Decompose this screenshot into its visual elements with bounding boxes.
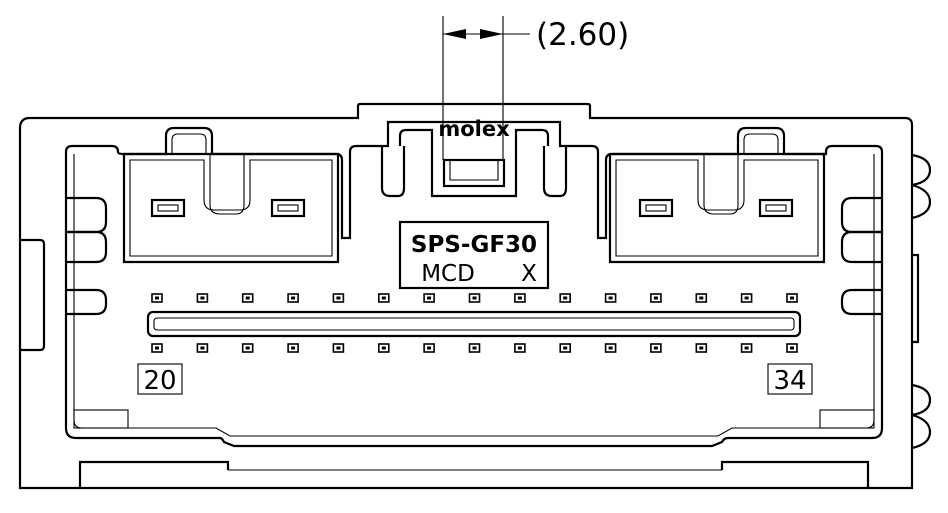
dimension-arrow-right: [480, 29, 503, 39]
pin-number-right: 34: [773, 366, 806, 396]
contact-bottom-10: [559, 343, 572, 353]
contact-bottom-15-core: [790, 346, 794, 350]
latch-window-4: [758, 198, 794, 218]
dimension-arrow-left: [443, 29, 466, 39]
contact-bottom-11-core: [608, 346, 613, 350]
contact-top-14-core: [744, 296, 749, 300]
contact-top-14: [740, 293, 753, 303]
contact-top-4-core: [291, 296, 296, 300]
contact-top-5: [332, 293, 345, 303]
contact-top-3: [241, 293, 254, 303]
contact-top-8: [468, 293, 481, 303]
contact-top-2-core: [200, 296, 205, 300]
latch-block-right: [608, 126, 826, 264]
contact-bottom-7: [423, 343, 435, 353]
contact-bottom-6: [377, 343, 390, 353]
contact-slot: [146, 310, 802, 338]
contact-top-6: [377, 293, 390, 303]
contact-bottom-14: [740, 343, 753, 353]
right-side-notches: [840, 196, 882, 316]
inner-cavity: [64, 120, 884, 448]
contact-row-bottom: [151, 343, 798, 353]
contact-top-13-core: [699, 296, 704, 300]
contact-top-11: [604, 293, 617, 303]
contact-bottom-5-core: [336, 346, 341, 350]
part-number: SPS-GF30: [411, 232, 537, 258]
contact-bottom-3: [241, 343, 254, 353]
contact-bottom-3-core: [245, 346, 250, 350]
contact-top-9-core: [517, 296, 522, 300]
corner-slot-left: [73, 409, 129, 429]
contact-bottom-9-core: [517, 346, 522, 350]
contact-top-15-core: [790, 296, 794, 300]
contact-top-6-core: [381, 296, 386, 300]
part-label-box: SPS-GF30 MCD X: [398, 220, 550, 290]
contact-bottom-11: [604, 343, 617, 353]
contact-top-4: [287, 293, 299, 303]
latch-block-left: [122, 126, 340, 264]
contact-bottom-8: [468, 343, 481, 353]
contact-bottom-10-core: [563, 346, 568, 350]
brand-logo-text: molex: [438, 117, 510, 141]
contact-bottom-15: [786, 343, 798, 353]
contact-bottom-6-core: [381, 346, 386, 350]
dimension-value: (2.60): [536, 17, 629, 53]
contact-top-10-core: [563, 296, 568, 300]
dimension-callout: (2.60): [442, 16, 629, 160]
latch-window-2: [270, 198, 306, 218]
contact-top-7: [423, 293, 435, 303]
contact-bottom-12: [650, 343, 662, 353]
contact-top-3-core: [245, 296, 250, 300]
contact-bottom-9: [514, 343, 526, 353]
contact-top-1-core: [155, 296, 159, 300]
contact-top-11-core: [608, 296, 613, 300]
contact-bottom-14-core: [744, 346, 749, 350]
contact-top-13: [695, 293, 708, 303]
part-code-left: MCD: [421, 261, 475, 287]
contact-bottom-13-core: [699, 346, 704, 350]
pin-number-left: 20: [143, 366, 176, 396]
polarization-key: [442, 158, 506, 188]
latch-window-3: [638, 198, 674, 218]
center-keys: [380, 128, 568, 198]
latch-windows: [150, 198, 794, 218]
contact-bottom-2: [196, 343, 209, 353]
contact-bottom-2-core: [200, 346, 205, 350]
contact-bottom-1: [151, 343, 163, 353]
contact-bottom-4: [287, 343, 299, 353]
contact-top-8-core: [472, 296, 477, 300]
contact-bottom-1-core: [155, 346, 159, 350]
contact-row-top: [151, 293, 798, 303]
contact-bottom-8-core: [472, 346, 477, 350]
contact-bottom-5: [332, 343, 345, 353]
contact-bottom-7-core: [427, 346, 432, 350]
housing-outline: [18, 102, 932, 490]
corner-slot-right: [819, 409, 875, 429]
contact-top-12-core: [653, 296, 658, 300]
left-side-notches: [66, 196, 108, 316]
contact-bottom-4-core: [291, 346, 296, 350]
part-code-right: X: [521, 261, 537, 287]
contact-top-5-core: [336, 296, 341, 300]
contact-bottom-13: [695, 343, 708, 353]
contact-top-1: [151, 293, 163, 303]
contact-top-12: [650, 293, 662, 303]
contact-top-15: [786, 293, 798, 303]
contact-top-7-core: [427, 296, 432, 300]
contact-bottom-12-core: [653, 346, 658, 350]
pin-number-left-box: 20: [137, 363, 183, 396]
contact-top-10: [559, 293, 572, 303]
latch-window-1: [150, 198, 186, 218]
contact-top-2: [196, 293, 209, 303]
contact-top-9: [514, 293, 526, 303]
pin-number-right-box: 34: [767, 363, 813, 396]
